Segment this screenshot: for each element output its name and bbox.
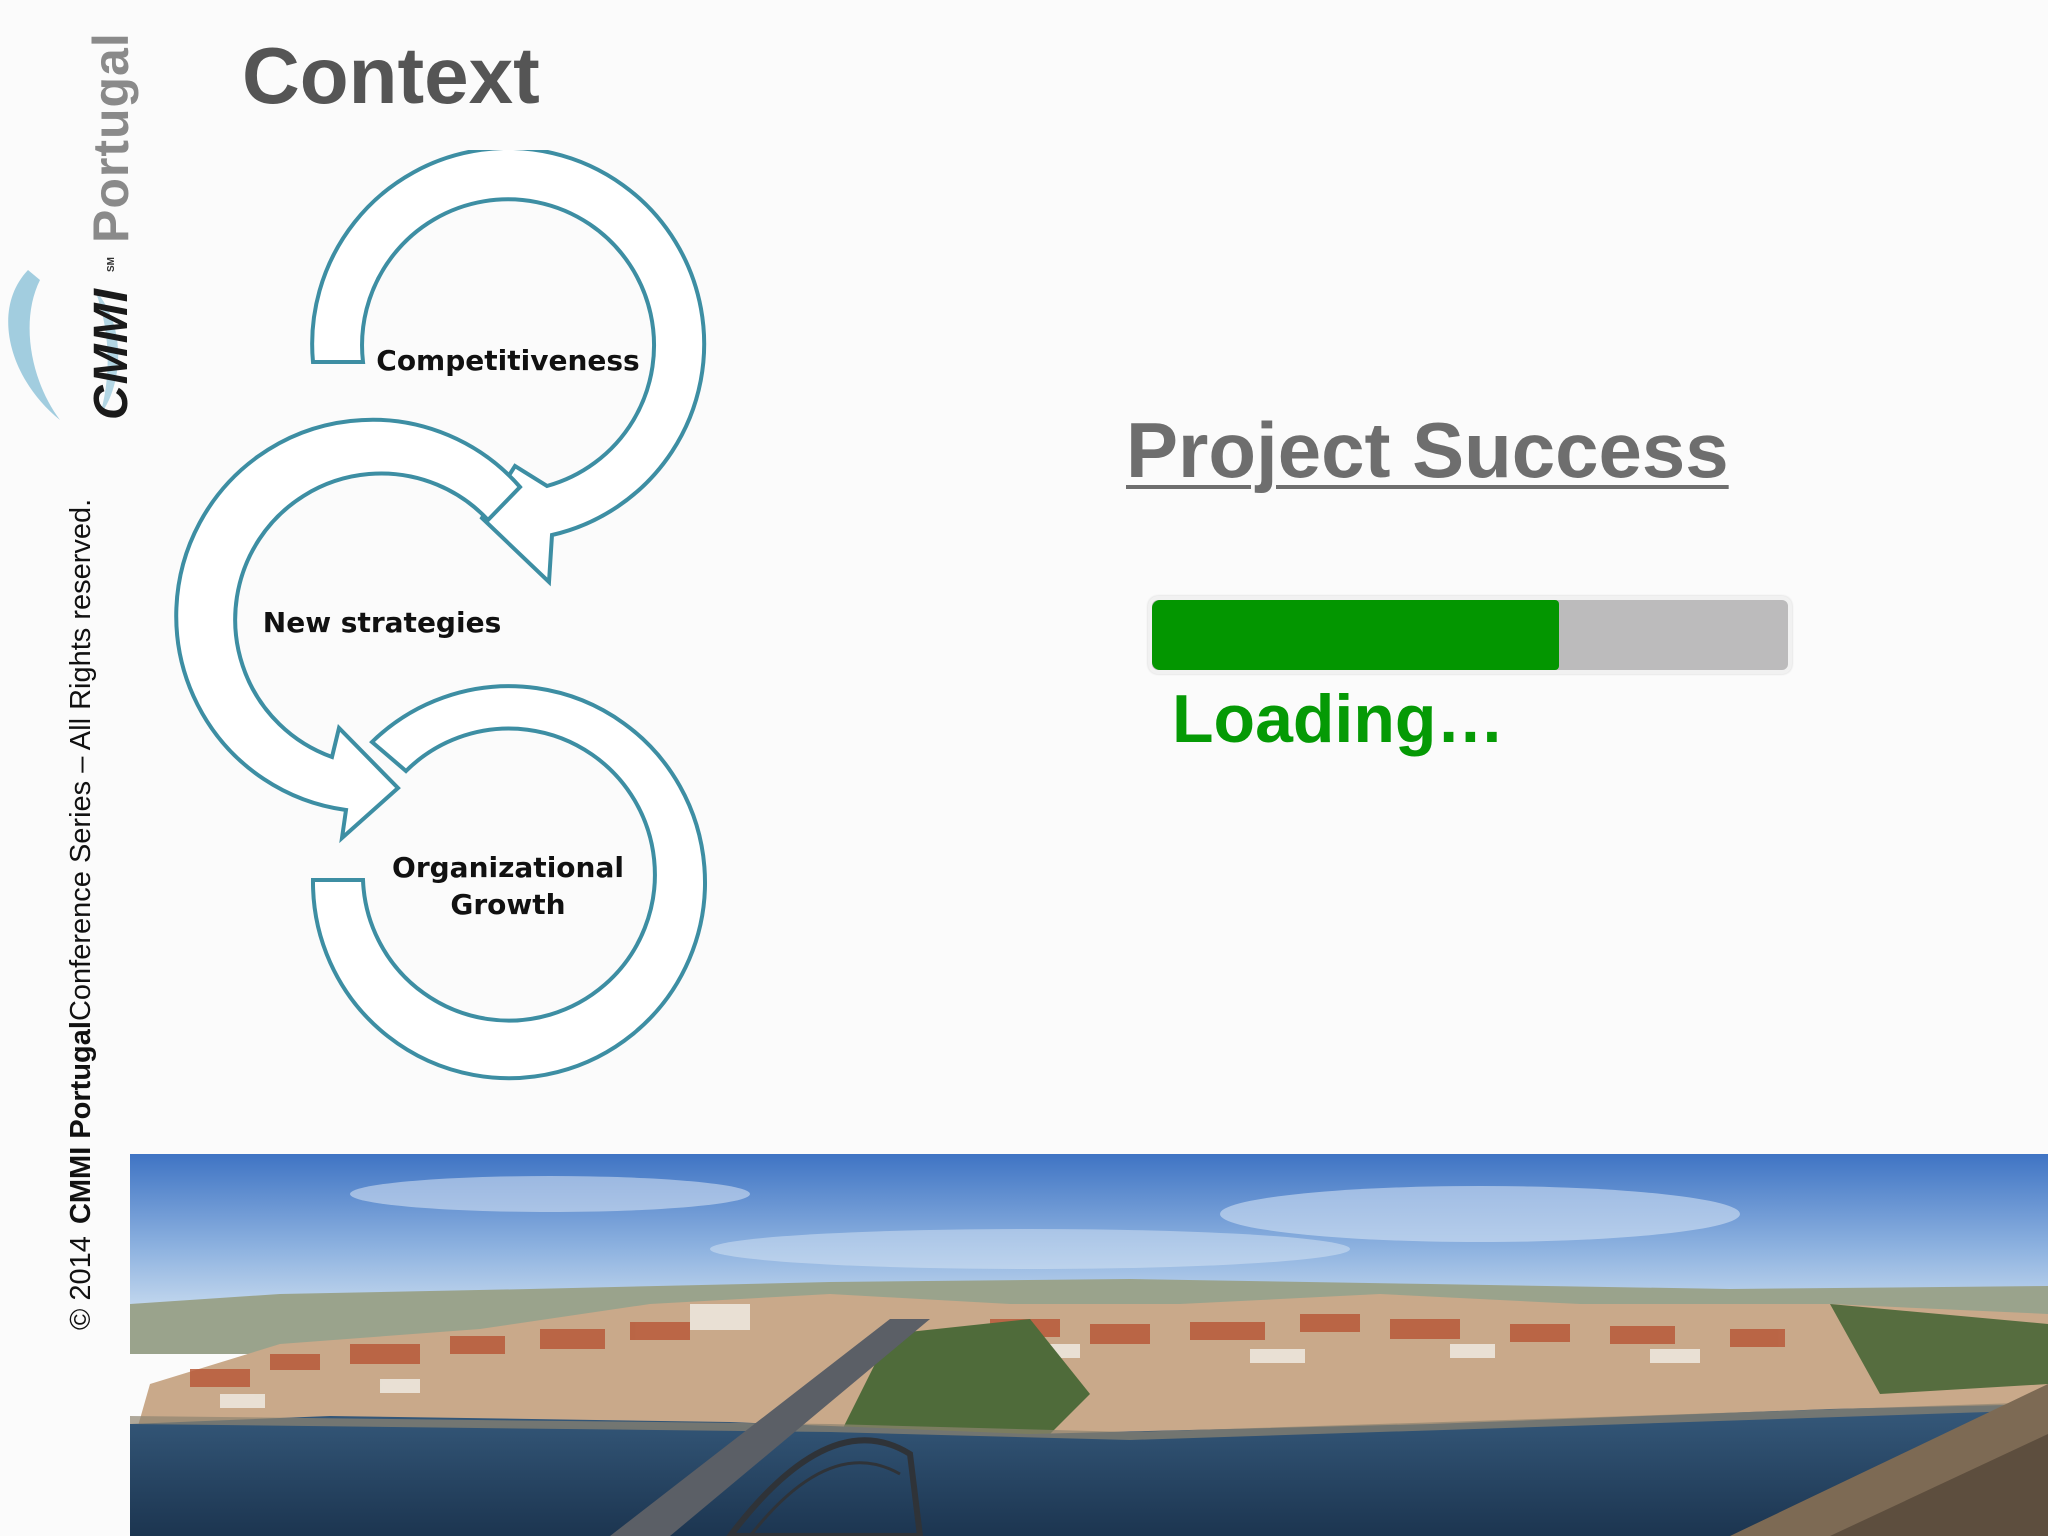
node-label-growth: Growth xyxy=(450,888,565,921)
cmmi-portugal-logo: CMMI SM Portugal xyxy=(82,32,140,420)
node-label-organizational: Organizational xyxy=(392,851,624,884)
logo-sm-mark: SM xyxy=(105,257,117,273)
copyright-brand: CMMI Portugal xyxy=(65,1021,97,1225)
porto-panorama-photo xyxy=(130,1154,2048,1536)
copyright-notice: © 2014 CMMI PortugalConference Series – A… xyxy=(65,499,98,1330)
loading-label: Loading… xyxy=(1172,681,1505,757)
slide-title: Context xyxy=(242,31,540,120)
logo-portugal-text: Portugal xyxy=(83,32,139,244)
logo-cmmi-text: CMMI xyxy=(84,288,138,420)
cycle-arrow-bottom xyxy=(310,684,707,1081)
side-branding-strip: CMMI SM Portugal © 2014CMMI PortugalConf… xyxy=(0,0,139,1536)
progress-fill xyxy=(1152,600,1560,670)
cmmi-swoosh-icon xyxy=(8,270,119,420)
copyright-rest: Conference Series – All Rights reserved. xyxy=(65,498,97,1022)
project-success-heading: Project Success xyxy=(1126,406,1729,494)
cycle-arrow-middle xyxy=(174,417,523,844)
copyright-year: © 2014 xyxy=(65,1236,97,1330)
progress-bar xyxy=(1148,596,1792,674)
cycle-arrow-top xyxy=(310,150,707,587)
node-label-competitiveness: Competitiveness xyxy=(376,344,639,377)
cycle-diagram: Competitiveness New strategies Organizat… xyxy=(174,150,707,1081)
node-label-new-strategies: New strategies xyxy=(263,606,501,639)
